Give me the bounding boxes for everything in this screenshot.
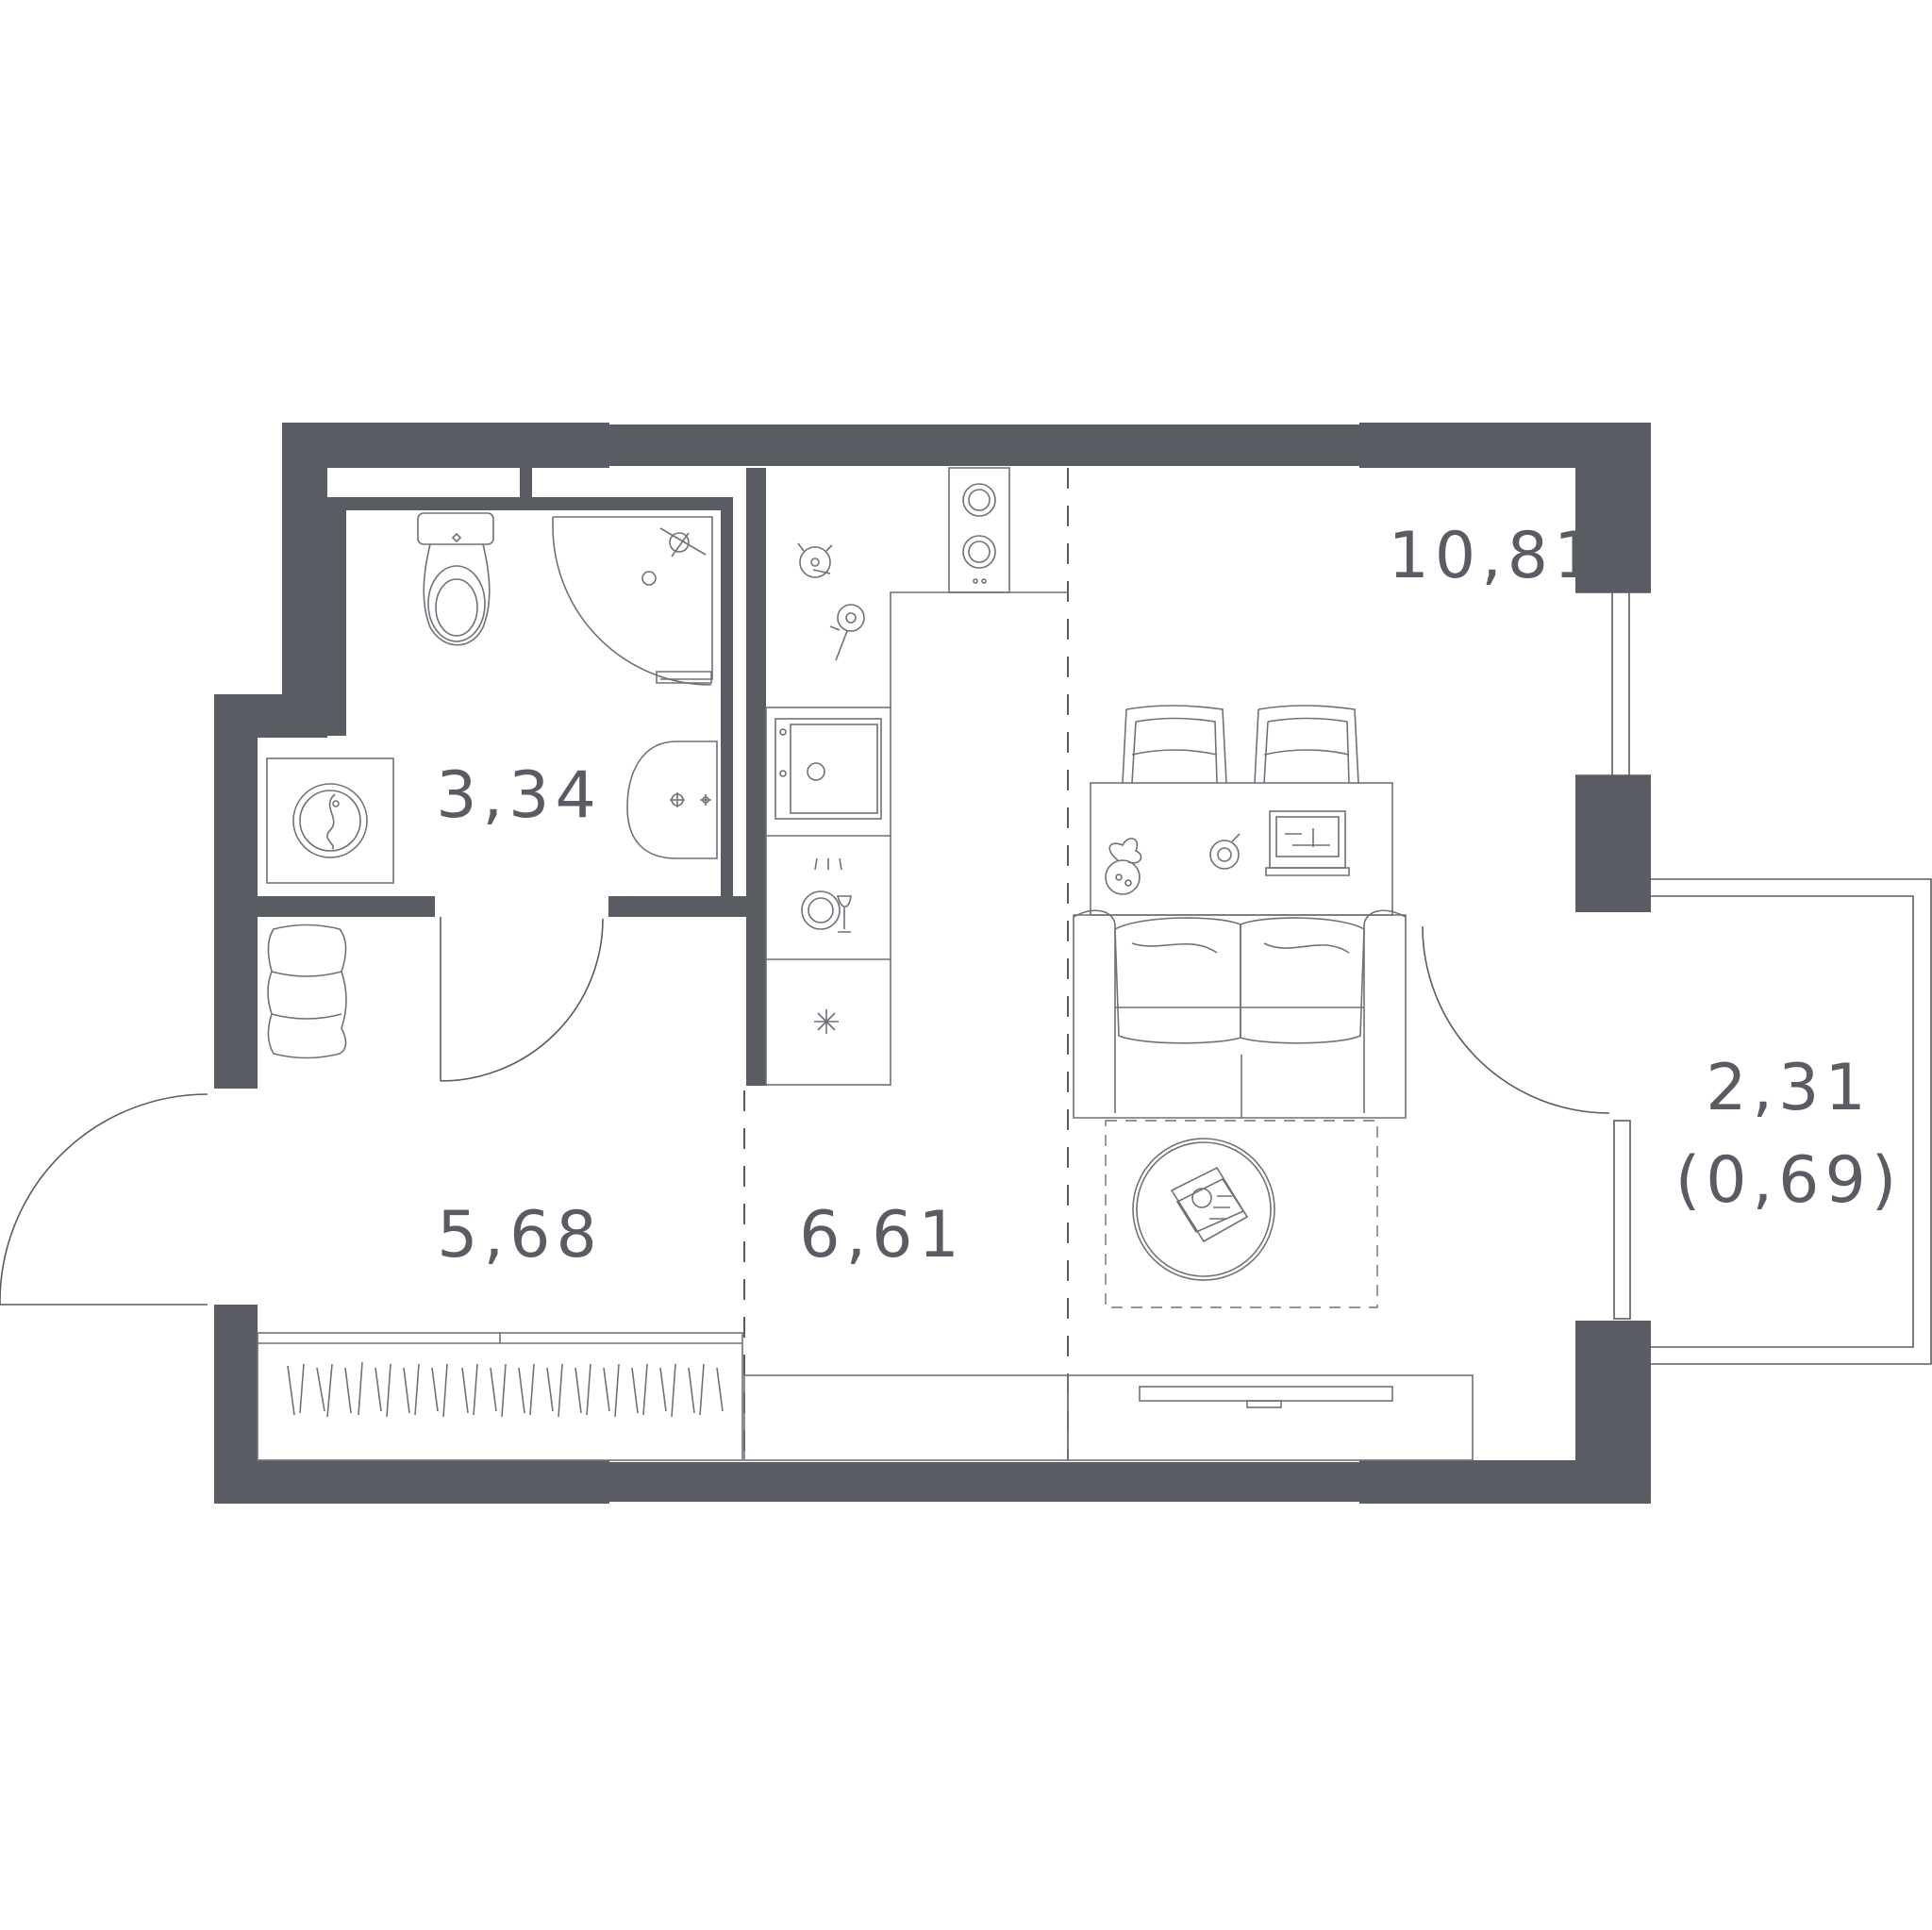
living-area-label: 10,81 xyxy=(1388,519,1601,593)
entrance-door xyxy=(0,1093,208,1306)
chair-right-icon xyxy=(1254,705,1359,784)
balcony-door-swing xyxy=(1422,925,1610,1114)
toilet-icon xyxy=(417,512,494,646)
bathroom-fixtures xyxy=(266,512,718,884)
kitchen-sink-icon xyxy=(774,718,882,820)
plant-icon xyxy=(1105,838,1142,895)
wall-top-middle xyxy=(609,424,1359,466)
fridge-icon xyxy=(814,1009,839,1034)
sofa-icon xyxy=(1073,909,1407,1119)
wall-right-lower xyxy=(1575,1321,1651,1504)
windows xyxy=(1575,591,1651,776)
doors xyxy=(0,917,604,1306)
wall-left-upper xyxy=(282,423,327,694)
kitchen-area-label: 6,61 xyxy=(799,1198,965,1273)
balcony-outline xyxy=(1651,878,1932,1365)
living-fixtures xyxy=(1067,705,1474,1461)
washing-machine-icon xyxy=(266,757,394,884)
window-right xyxy=(1575,591,1651,776)
chair-left-icon xyxy=(1122,705,1227,784)
wall-right-upper xyxy=(1575,423,1651,592)
wall-bath-left xyxy=(327,509,346,736)
wall-right-mid xyxy=(1575,775,1651,912)
kitchen-fixtures xyxy=(743,467,1069,1461)
laptop-icon xyxy=(1265,810,1350,876)
wall-hall-1 xyxy=(258,896,435,917)
sink-icon xyxy=(626,740,718,859)
wall-top-left xyxy=(282,423,609,468)
wall-kitchen-left xyxy=(746,468,766,1086)
bathroom-area-label: 3,34 xyxy=(436,758,602,833)
counter-upper xyxy=(890,591,1068,707)
kettle-icon xyxy=(797,542,833,578)
dishwasher-icon xyxy=(801,857,852,933)
walls xyxy=(214,423,1651,1504)
bathroom-door xyxy=(440,917,604,1082)
balcony-reduced-area-label: (0,69) xyxy=(1674,1143,1903,1218)
wall-left-mid xyxy=(214,694,258,1089)
shower-icon xyxy=(552,516,713,686)
balcony-area-label: 2,31 xyxy=(1706,1051,1872,1125)
wardrobe-icon xyxy=(257,1332,743,1461)
cup-icon xyxy=(1209,833,1241,870)
tv-stand-right xyxy=(1067,1374,1474,1461)
wall-hall-2 xyxy=(608,896,746,917)
hallway-area-label: 5,68 xyxy=(437,1198,603,1273)
wall-bottom-left xyxy=(214,1460,609,1504)
kitchen-counter xyxy=(765,707,891,1086)
wall-bath-right xyxy=(721,497,733,898)
pouf-icon xyxy=(267,923,347,1059)
zone-dividers xyxy=(743,468,1069,1460)
cooktop-icon xyxy=(948,467,1010,593)
tv-stand-left xyxy=(743,1374,1069,1461)
wall-bath-stub xyxy=(520,468,532,510)
tv-icon xyxy=(1139,1386,1393,1408)
balcony xyxy=(1422,878,1932,1365)
rug-outline xyxy=(1105,1120,1378,1308)
balcony-door-panel xyxy=(1613,1120,1631,1320)
coffee-table-icon xyxy=(1132,1138,1275,1281)
wall-bottom-middle xyxy=(609,1462,1359,1502)
pan-icon xyxy=(829,604,865,661)
hallway-fixtures xyxy=(257,923,743,1461)
